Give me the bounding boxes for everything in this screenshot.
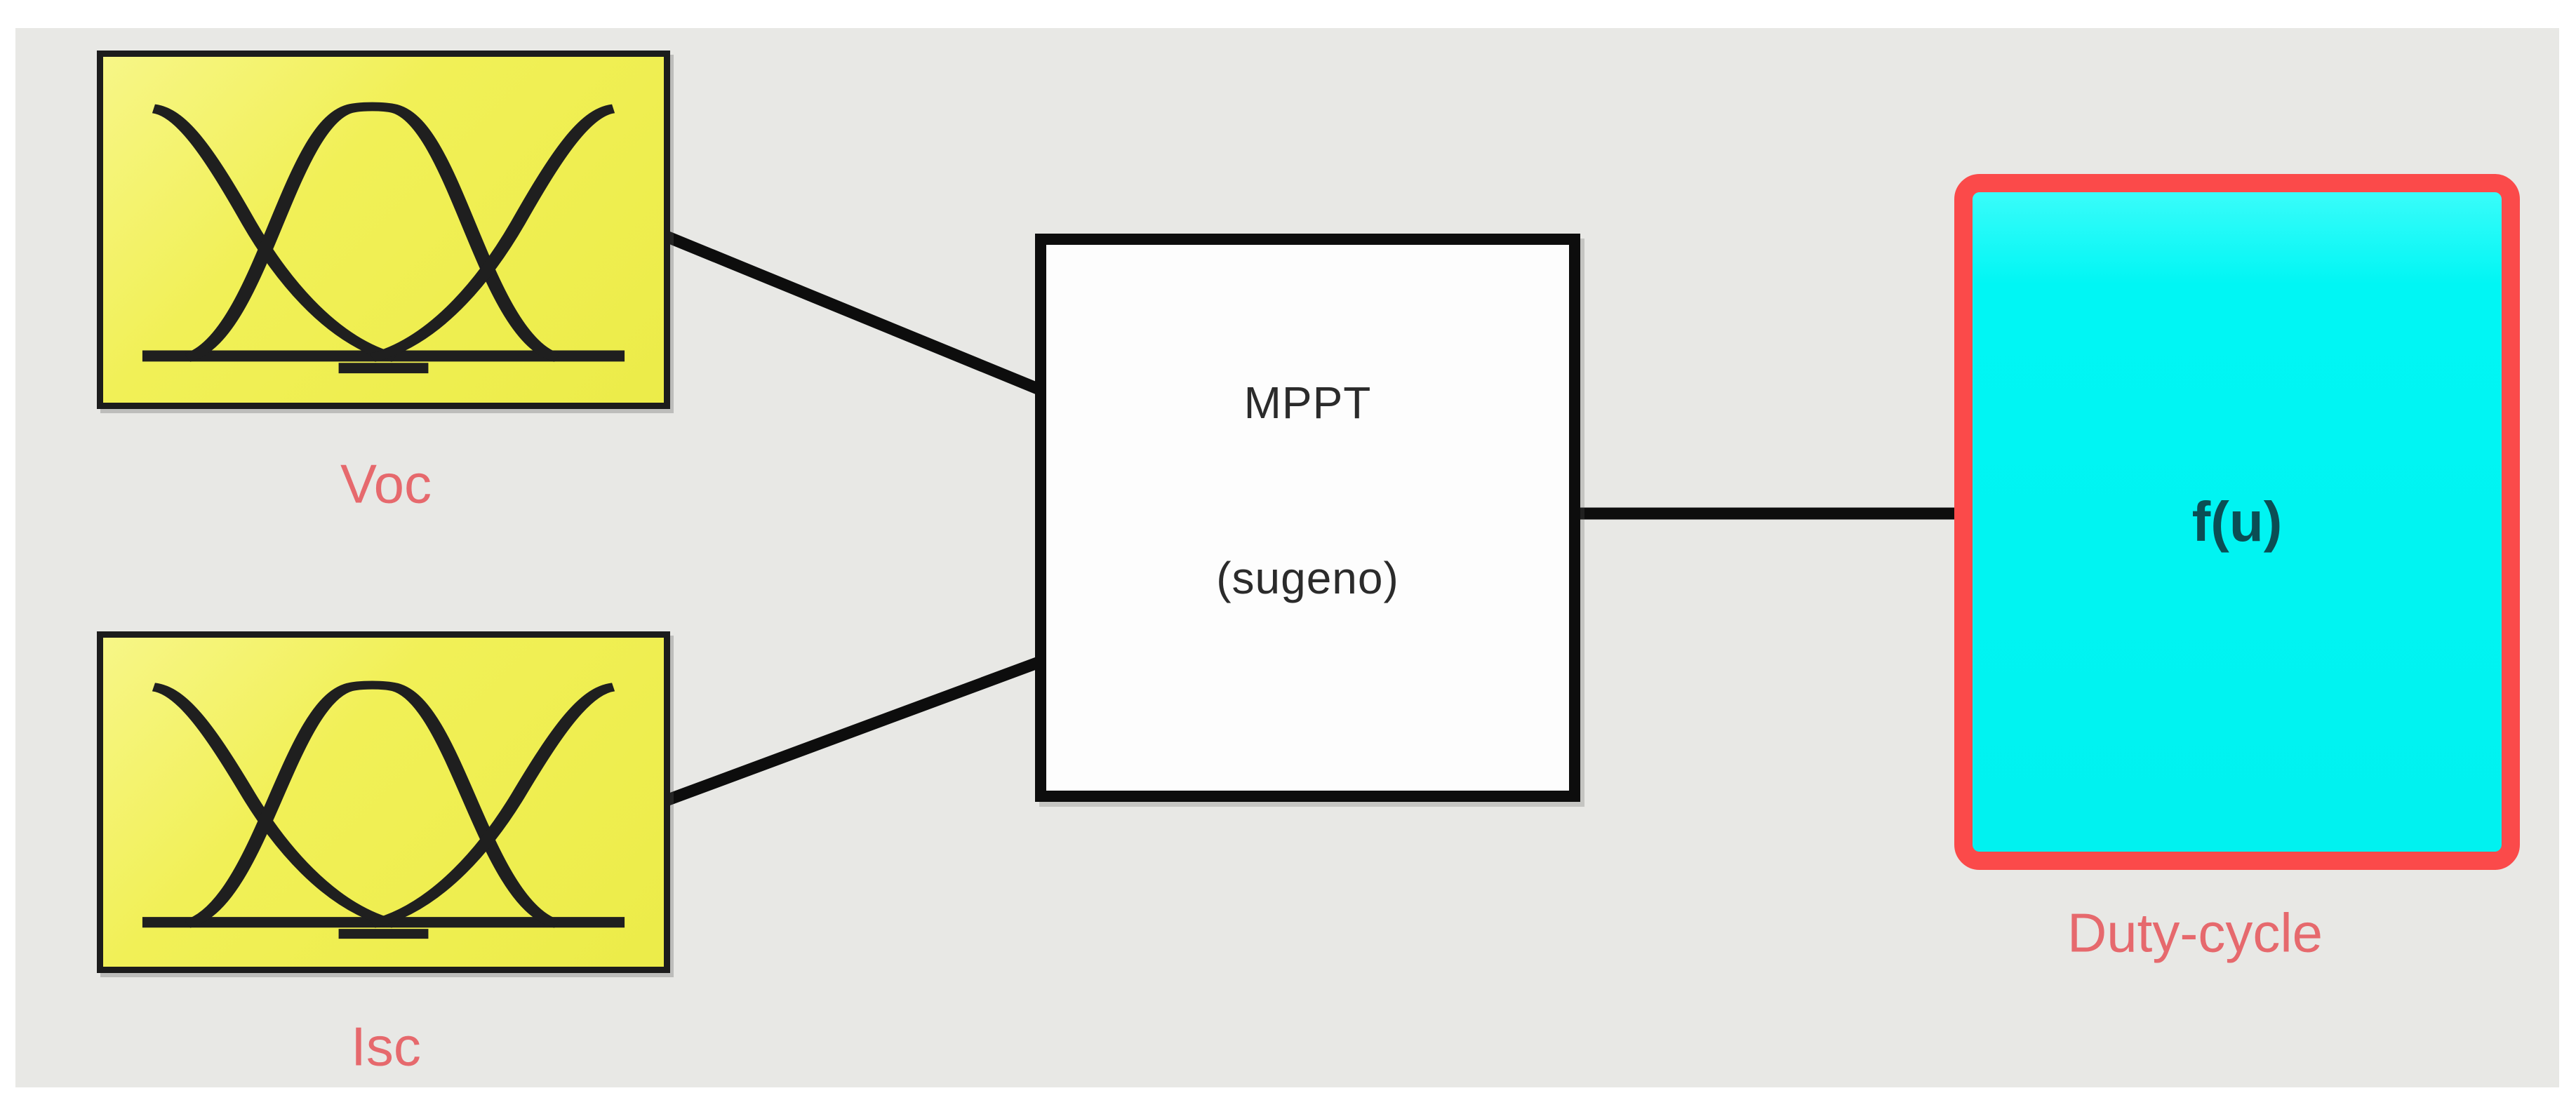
input-label-voc: Voc xyxy=(340,452,432,515)
input-label-isc: Isc xyxy=(351,1015,421,1078)
fis-block[interactable]: MPPT (sugeno) xyxy=(1035,234,1580,802)
fis-type: (sugeno) xyxy=(1216,553,1399,603)
output-formula: f(u) xyxy=(2191,490,2283,553)
fis-name: MPPT xyxy=(1243,377,1372,428)
membership-functions-icon xyxy=(142,680,625,939)
input-block-isc[interactable] xyxy=(97,631,670,973)
output-label: Duty-cycle xyxy=(2067,901,2323,964)
input-block-voc[interactable] xyxy=(97,51,670,409)
output-block[interactable]: f(u) xyxy=(1954,174,2520,870)
membership-functions-icon xyxy=(142,102,625,374)
